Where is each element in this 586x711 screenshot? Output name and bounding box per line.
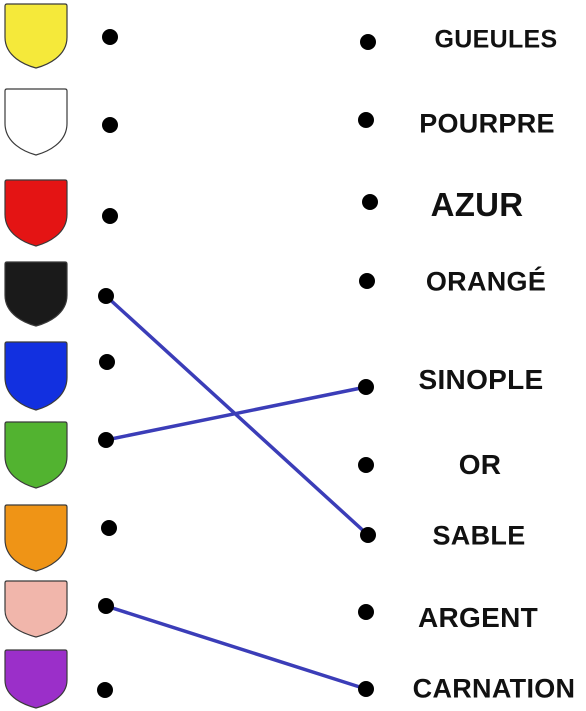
right-dot-pourpre[interactable]	[358, 112, 374, 128]
connection-line-pink-carnation	[104, 604, 368, 691]
right-dot-carnation[interactable]	[358, 681, 374, 697]
shield-pink	[4, 580, 68, 638]
term-label-or: OR	[458, 449, 502, 480]
shield-blue	[4, 341, 68, 411]
term-label-pourpre: POURPRE	[419, 108, 555, 139]
left-dot-yellow[interactable]	[102, 29, 118, 45]
left-dot-blue[interactable]	[99, 354, 115, 370]
shield-orange	[4, 504, 68, 572]
left-dot-pink[interactable]	[98, 598, 114, 614]
term-label-sinople: SINOPLE	[418, 364, 544, 395]
right-dot-orangé[interactable]	[359, 273, 375, 289]
right-dot-argent[interactable]	[358, 604, 374, 620]
term-label-carnation: CARNATION	[412, 673, 576, 704]
term-label-argent: ARGENT	[417, 602, 539, 633]
shield-black	[4, 261, 68, 327]
left-dot-purple[interactable]	[97, 682, 113, 698]
shield-yellow	[4, 3, 68, 69]
term-label-sable: SABLE	[432, 520, 526, 551]
shield-white	[4, 88, 68, 156]
left-dot-red[interactable]	[102, 208, 118, 224]
shield-purple	[4, 649, 68, 709]
connection-line-black-sable	[104, 294, 370, 537]
left-dot-orange[interactable]	[101, 520, 117, 536]
connection-lines	[104, 294, 370, 691]
right-dot-gueules[interactable]	[360, 34, 376, 50]
term-label-orangé: ORANGÉ	[425, 266, 547, 297]
left-dot-green[interactable]	[98, 432, 114, 448]
shield-green	[4, 421, 68, 489]
term-label-gueules: GUEULES	[434, 25, 558, 54]
dot-columns	[97, 29, 378, 698]
term-label-azur: AZUR	[430, 186, 524, 223]
shield-column	[4, 3, 68, 709]
right-dot-sinople[interactable]	[358, 379, 374, 395]
shield-red	[4, 179, 68, 247]
right-dot-or[interactable]	[358, 457, 374, 473]
left-dot-white[interactable]	[102, 117, 118, 133]
right-dot-azur[interactable]	[362, 194, 378, 210]
right-dot-sable[interactable]	[360, 527, 376, 543]
left-dot-black[interactable]	[98, 288, 114, 304]
connection-line-green-sinople	[104, 385, 368, 442]
